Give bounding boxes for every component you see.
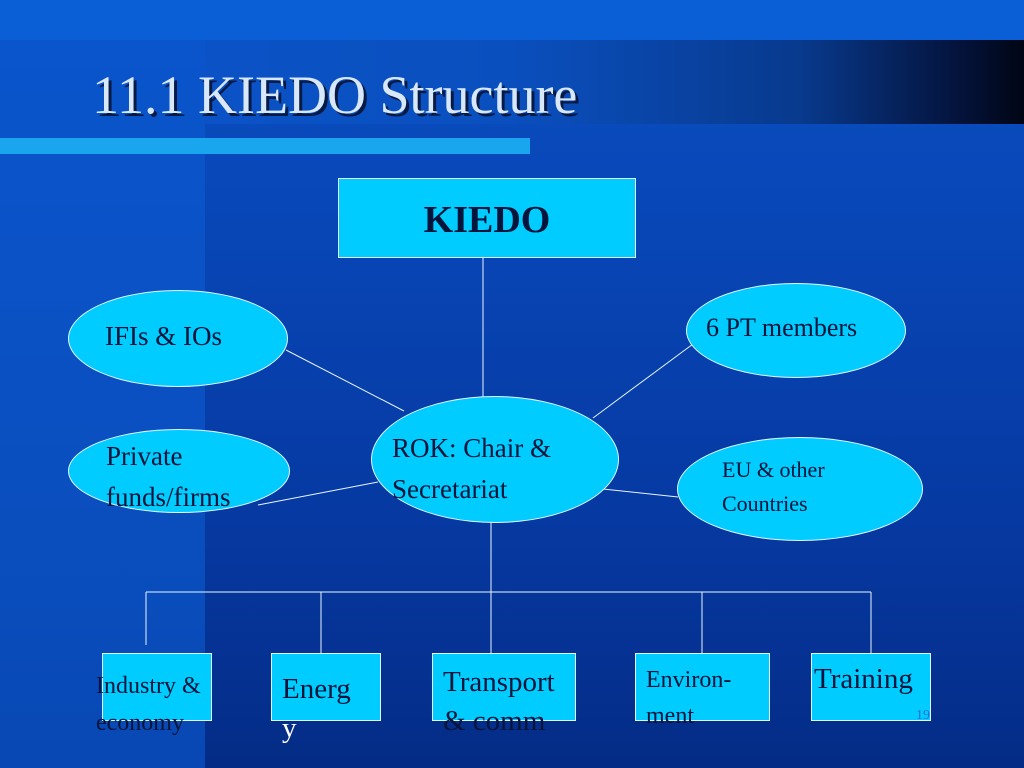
rok-label-2: Secretariat [392, 474, 508, 504]
energy-label-2: y [282, 712, 297, 744]
kiedo-label: KIEDO [423, 199, 551, 241]
eu-countries-label-2: Countries [722, 491, 808, 516]
top-band [0, 0, 1024, 40]
industry-label-2: economy [96, 710, 184, 736]
training-label: Training [814, 663, 913, 695]
slide-title: 11.1 KIEDO Structure [92, 65, 578, 125]
connector-ifis-center [285, 349, 405, 412]
private-funds-ellipse: Private funds/firms [68, 429, 290, 513]
eu-countries-ellipse: EU & other Countries [677, 437, 923, 541]
pt-members-ellipse: 6 PT members [686, 283, 906, 378]
left-band [0, 40, 205, 768]
ifis-ellipse: IFIs & IOs [68, 290, 288, 387]
ifis-label: IFIs & IOs [105, 321, 223, 351]
transport-box [432, 653, 576, 721]
rok-secretariat-ellipse: ROK: Chair & Secretariat [371, 396, 619, 523]
connector-pt-center [592, 343, 694, 419]
environment-label-1: Environ- [646, 667, 732, 693]
rok-label-1: ROK: Chair & [392, 433, 551, 463]
transport-label-2: & comm [443, 705, 546, 737]
private-funds-label-2: funds/firms [106, 482, 231, 512]
energy-label-1: Energ [282, 673, 351, 705]
industry-label-1: Industry & [96, 673, 201, 699]
training-box [811, 653, 931, 721]
title-underline [0, 138, 530, 154]
environment-label-2: ment [646, 703, 694, 729]
industry-box [102, 653, 212, 721]
connector-eu-center [602, 488, 679, 498]
slide-number: 19 [916, 708, 930, 723]
transport-label-1: Transport [443, 666, 555, 698]
pt-members-label: 6 PT members [706, 313, 858, 342]
private-funds-label-1: Private [106, 441, 183, 471]
eu-countries-label-1: EU & other [722, 457, 825, 482]
kiedo-box: KIEDO [338, 178, 636, 258]
energy-box [271, 653, 381, 721]
environment-box [635, 653, 770, 721]
